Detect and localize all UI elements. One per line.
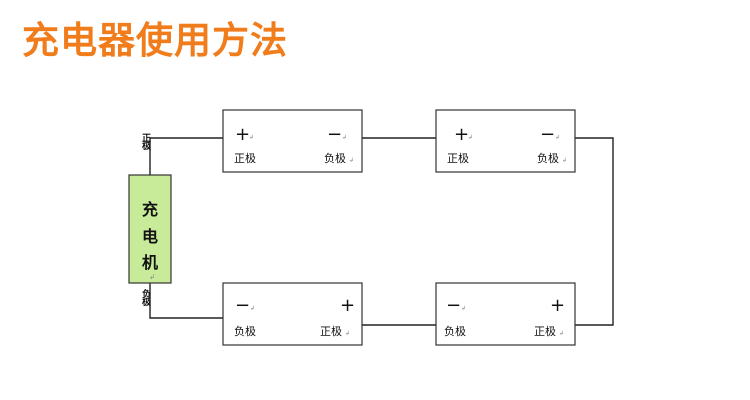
- battery-2: + ↲ − ↲ 正极 负极 ↲: [435, 109, 576, 173]
- wire-charger-to-battery-1: [149, 137, 223, 175]
- battery-3-mark-1: ↲: [250, 305, 255, 312]
- wire-battery-2-to-battery-4: [575, 137, 614, 326]
- battery-1: + ↲ − ↲ 正极 负极 ↲: [222, 109, 363, 173]
- battery-4-top-right-sign: +: [550, 295, 565, 316]
- wire-battery-3-to-charger: [149, 283, 223, 319]
- charger-paragraph-mark: ↲: [149, 273, 155, 281]
- battery-2-body: [435, 109, 576, 173]
- battery-2-top-left-sign: +: [454, 124, 469, 145]
- battery-1-body: [222, 109, 363, 173]
- battery-3-bottom-right-label: 正极: [320, 324, 342, 338]
- charger: 充 电 机 ↲ 正极 负极: [128, 133, 172, 307]
- battery-4-bottom-right-label: 正极: [534, 324, 556, 338]
- battery-1-bottom-right-label: 负极: [324, 151, 346, 165]
- charger-char-2: 电: [142, 227, 158, 246]
- charger-char-1: 充: [142, 200, 158, 219]
- battery-4-bottom-left-label: 负极: [444, 324, 466, 338]
- charger-positive-label: 正极: [140, 133, 151, 151]
- battery-3-body: [222, 282, 363, 346]
- battery-4-mark-2: ↲: [559, 330, 564, 337]
- battery-2-mark-2: ↲: [555, 134, 560, 141]
- battery-3-top-right-sign: +: [340, 295, 355, 316]
- wires: [149, 137, 614, 326]
- battery-1-mark-1: ↲: [249, 134, 254, 141]
- battery-4-top-left-sign: −: [446, 295, 461, 316]
- battery-2-mark-3: ↲: [562, 157, 567, 164]
- battery-4: − ↲ + 负极 正极 ↲: [435, 282, 576, 346]
- battery-1-mark-3: ↲: [349, 157, 354, 164]
- battery-2-top-right-sign: −: [540, 124, 555, 145]
- battery-1-mark-2: ↲: [342, 134, 347, 141]
- battery-1-top-left-sign: +: [235, 124, 250, 145]
- page-title: 充电器使用方法: [22, 19, 288, 62]
- battery-3-mark-2: ↲: [345, 330, 350, 337]
- battery-3-top-left-sign: −: [235, 295, 250, 316]
- battery-2-bottom-left-label: 正极: [447, 151, 469, 165]
- charger-negative-label: 负极: [140, 288, 151, 307]
- battery-4-body: [435, 282, 576, 346]
- charger-body: [128, 174, 172, 284]
- battery-3: − ↲ + 负极 正极 ↲: [222, 282, 363, 346]
- battery-1-bottom-left-label: 正极: [234, 151, 256, 165]
- charger-char-3: 机: [142, 253, 158, 272]
- battery-3-bottom-left-label: 负极: [234, 324, 256, 338]
- battery-4-mark-1: ↲: [461, 305, 466, 312]
- battery-2-mark-1: ↲: [468, 134, 473, 141]
- battery-1-top-right-sign: −: [327, 124, 342, 145]
- battery-2-bottom-right-label: 负极: [537, 151, 559, 165]
